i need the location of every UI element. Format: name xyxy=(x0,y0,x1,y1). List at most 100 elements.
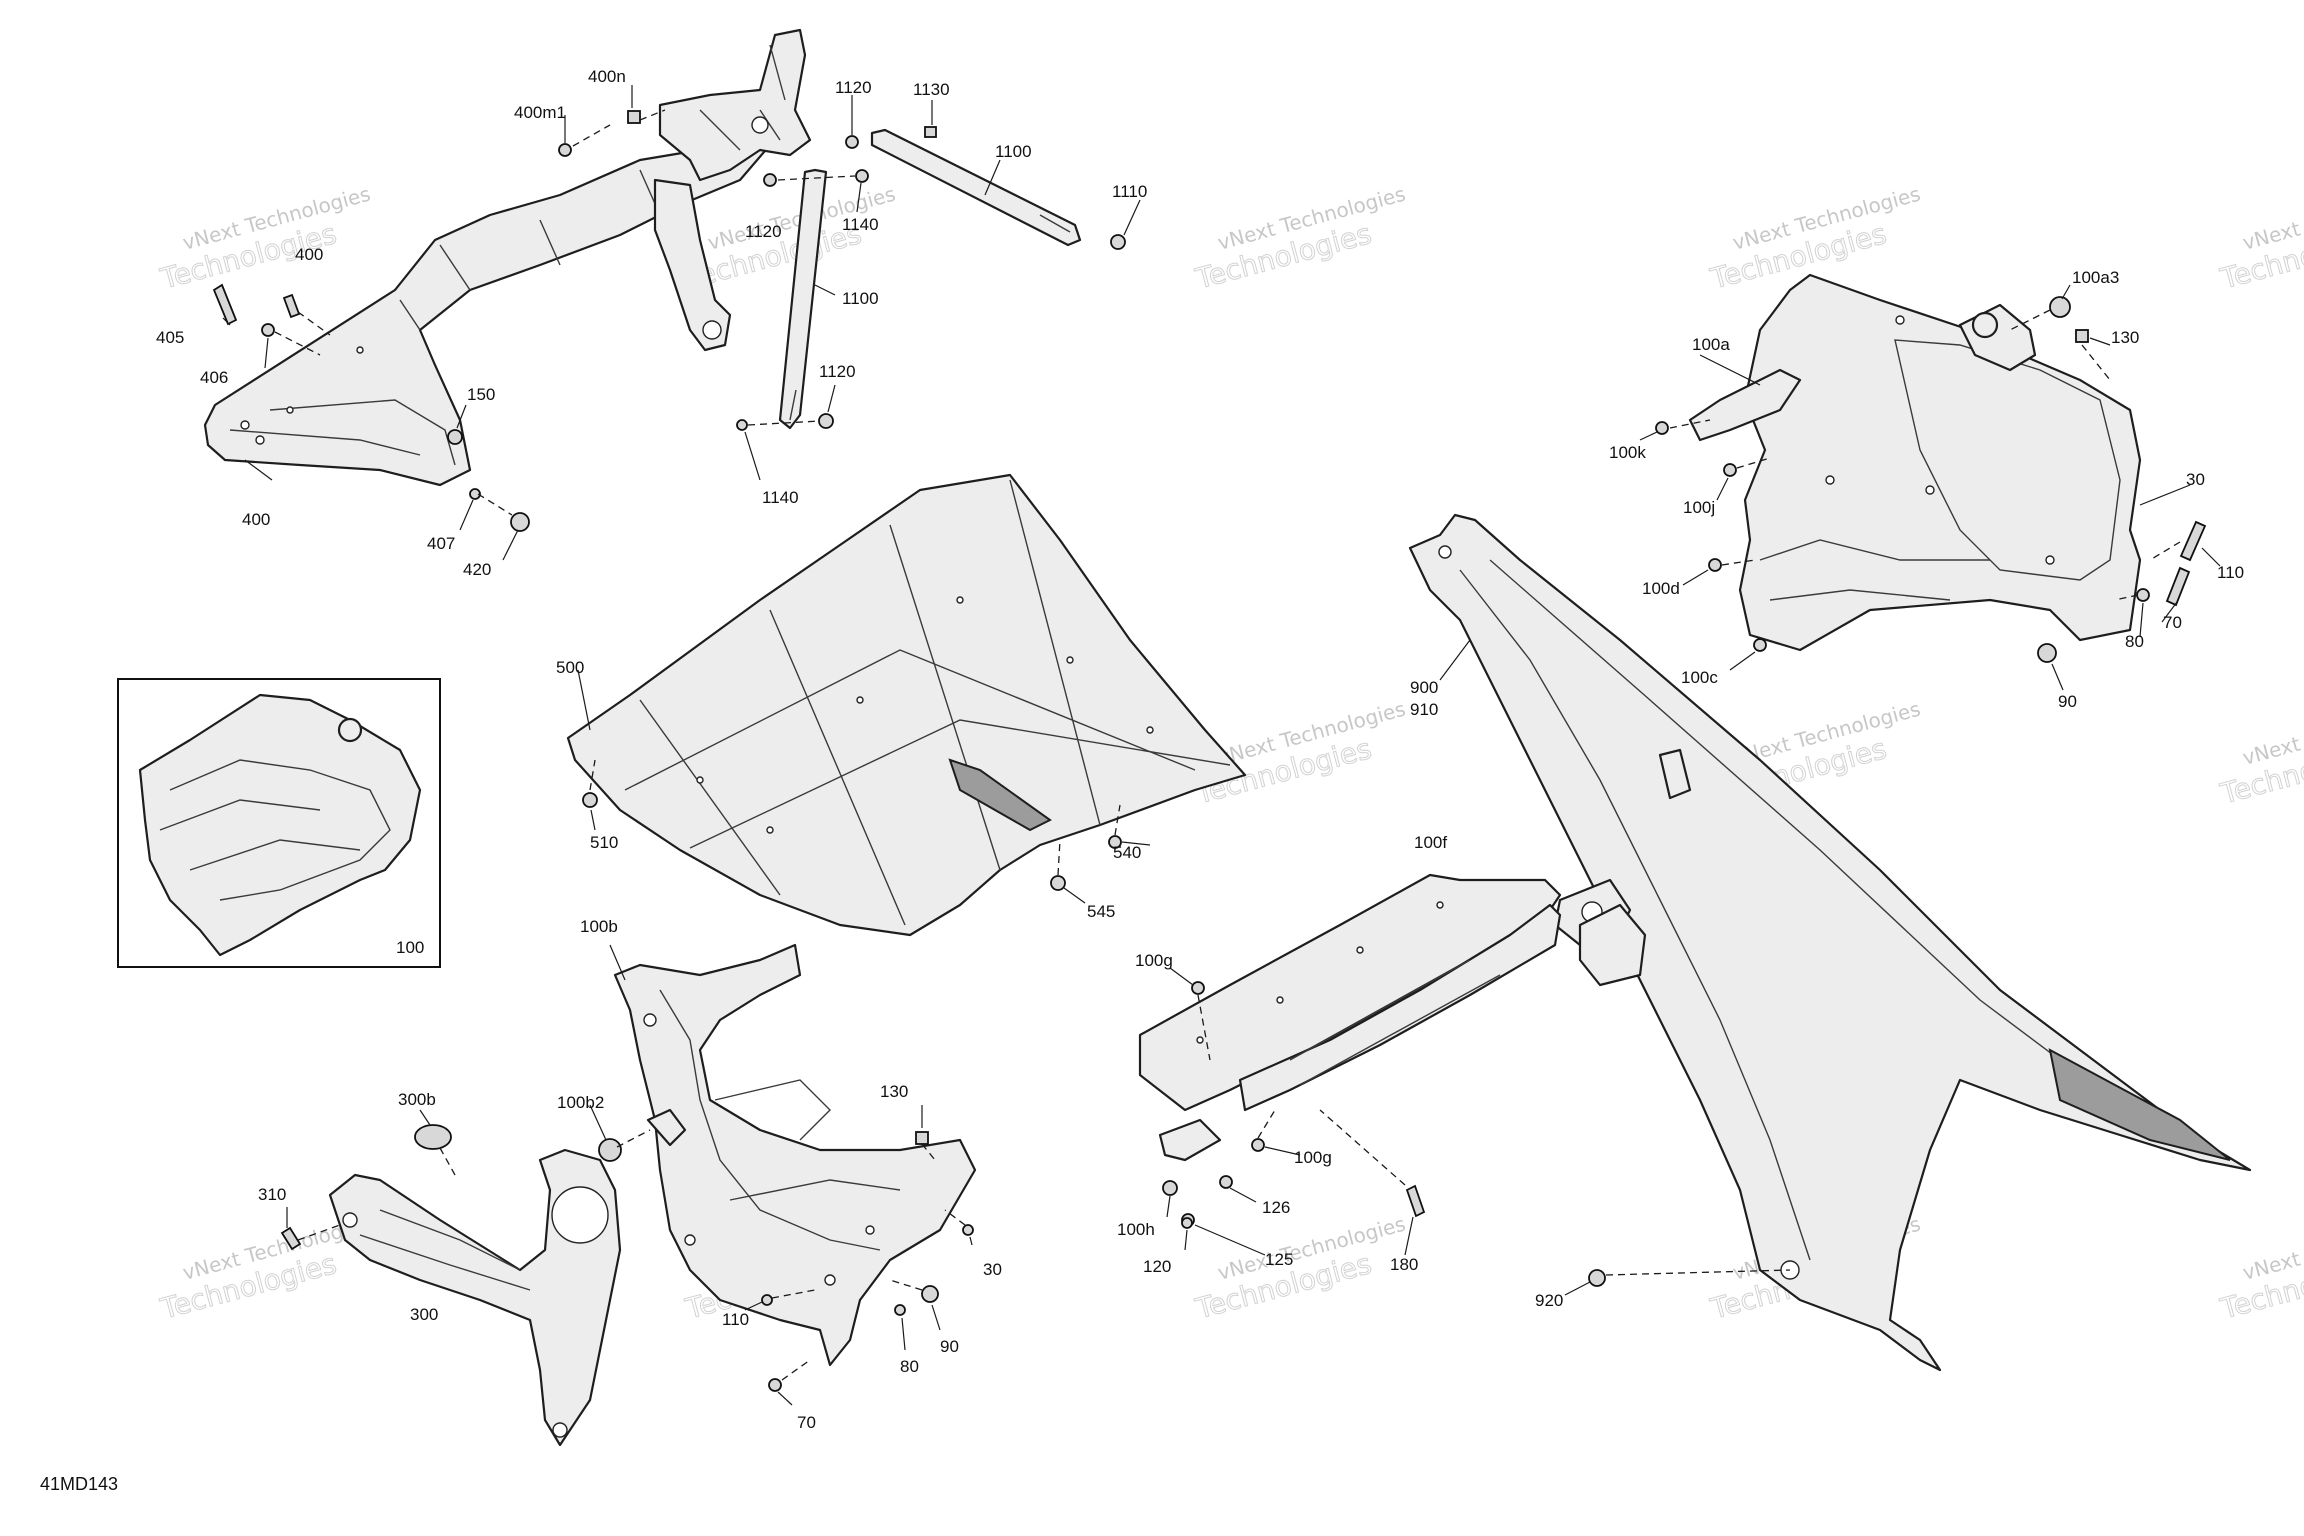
callout-100b2: 100b2 xyxy=(557,1093,604,1112)
nut-90-upper-right xyxy=(2037,643,2057,663)
bolt-110-upper-right xyxy=(2179,520,2207,562)
callout-110: 110 xyxy=(722,1310,749,1329)
bolt-180 xyxy=(1405,1184,1426,1218)
callout-310: 310 xyxy=(258,1185,286,1204)
callout-540: 540 xyxy=(1113,843,1141,862)
arm-100a xyxy=(1688,368,1802,442)
diagram-id: 41MD143 xyxy=(40,1474,118,1494)
nut-420 xyxy=(510,512,530,532)
callout-130: 130 xyxy=(2111,328,2139,347)
bolt-405 xyxy=(212,283,238,326)
nut-90-lower xyxy=(921,1285,939,1303)
nut-130-upper-right xyxy=(2075,329,2089,343)
callout-80: 80 xyxy=(2125,632,2144,651)
callout-405: 405 xyxy=(156,328,184,347)
callout-1110: 1110 xyxy=(1112,182,1147,201)
callout-420: 420 xyxy=(463,560,491,579)
callout-100g: 100g xyxy=(1135,951,1173,970)
bolt-100c xyxy=(1753,638,1767,652)
support-arm xyxy=(653,178,732,352)
callout-180: 180 xyxy=(1390,1255,1418,1274)
callout-100j: 100j xyxy=(1683,498,1715,517)
nut-920 xyxy=(1588,1269,1606,1287)
bolt-70-upper-right xyxy=(2165,566,2191,607)
callout-1100: 1100 xyxy=(995,142,1032,161)
callout-1100: 1100 xyxy=(842,289,879,308)
bolt-1140-lower xyxy=(736,419,748,431)
callout-70: 70 xyxy=(797,1413,816,1432)
upper-left-fasteners xyxy=(212,110,1126,532)
callout-100b: 100b xyxy=(580,917,618,936)
panel-rib xyxy=(948,758,1052,832)
callout-100d: 100d xyxy=(1642,579,1680,598)
callout-100g: 100g xyxy=(1294,1148,1332,1167)
washer-80-upper-right xyxy=(2136,588,2150,602)
callout-90: 90 xyxy=(940,1337,959,1356)
beam-side-block xyxy=(1658,748,1692,800)
bolt-110-lower xyxy=(761,1294,773,1306)
callout-406: 406 xyxy=(200,368,228,387)
bracket-bushing xyxy=(646,1108,687,1147)
callout-300: 300 xyxy=(410,1305,438,1324)
callout-30: 30 xyxy=(2186,470,2205,489)
nut-130-lower xyxy=(915,1131,929,1145)
nut-400m1 xyxy=(558,143,572,157)
callout-110: 110 xyxy=(2217,563,2244,582)
callout-910: 910 xyxy=(1410,700,1438,719)
nut-100k xyxy=(1655,421,1669,435)
nut-100g-upper xyxy=(1191,981,1205,995)
callout-500: 500 xyxy=(556,658,584,677)
inset-frame-outline xyxy=(138,693,422,957)
rod-1100-upper xyxy=(870,128,1082,247)
nut-545 xyxy=(1050,875,1066,891)
callout-1120: 1120 xyxy=(835,78,872,97)
callout-1140: 1140 xyxy=(762,488,799,507)
nut-1140-upper xyxy=(855,169,869,183)
washer-30-lower xyxy=(962,1224,974,1236)
nut-150 xyxy=(447,429,463,445)
inset-frame-100 xyxy=(117,678,441,968)
callout-70: 70 xyxy=(2163,613,2182,632)
plate-motor xyxy=(1578,903,1647,987)
callout-400m1: 400m1 xyxy=(514,103,566,122)
washer-1120 xyxy=(845,135,859,149)
bushing-100b2 xyxy=(598,1138,622,1162)
beam-tip-shade xyxy=(2048,1048,2231,1161)
bolt-310 xyxy=(280,1226,302,1251)
leader-lines xyxy=(222,85,2221,1406)
upper-right-fasteners xyxy=(1655,296,2207,663)
nut-100g-lower xyxy=(1251,1138,1265,1152)
watermark: vNext Technologies Technologies xyxy=(2216,1212,2304,1327)
callout-1120: 1120 xyxy=(819,362,856,381)
watermark: vNext Technologies Technologies xyxy=(2216,182,2304,297)
callout-100c: 100c xyxy=(1681,668,1718,687)
callout-400: 400 xyxy=(295,245,323,264)
washer-407 xyxy=(469,488,481,500)
washer-1120-mid xyxy=(763,173,777,187)
callout-510: 510 xyxy=(590,833,618,852)
callout-100: 100 xyxy=(396,938,424,957)
bolt-120 xyxy=(1181,1217,1193,1229)
callout-300b: 300b xyxy=(398,1090,436,1109)
callout-407: 407 xyxy=(427,534,455,553)
bolt-tab xyxy=(282,293,301,319)
nut-1120-lower xyxy=(818,413,834,429)
watermark: vNext Technologies Technologies xyxy=(1191,182,1408,297)
lower-bracket-assembly xyxy=(598,943,977,1367)
nut-400n xyxy=(627,110,641,124)
nut-1110 xyxy=(1110,234,1126,250)
callout-100a3: 100a3 xyxy=(2072,268,2119,287)
callout-545: 545 xyxy=(1087,902,1115,921)
inset-cap xyxy=(337,717,363,743)
callout-920: 920 xyxy=(1535,1291,1563,1310)
callout-100a: 100a xyxy=(1692,335,1730,354)
bolt-1130 xyxy=(924,126,937,138)
callout-100h: 100h xyxy=(1117,1220,1155,1239)
callout-1130: 1130 xyxy=(913,80,950,99)
washer-406 xyxy=(261,323,275,337)
arm-300 xyxy=(328,1148,622,1447)
rod-1100-lower xyxy=(778,168,828,430)
callouts: 400n 400m1 1120 1130 1100 1110 1120 1140… xyxy=(156,67,2244,1432)
plate-flange xyxy=(1238,903,1562,1112)
